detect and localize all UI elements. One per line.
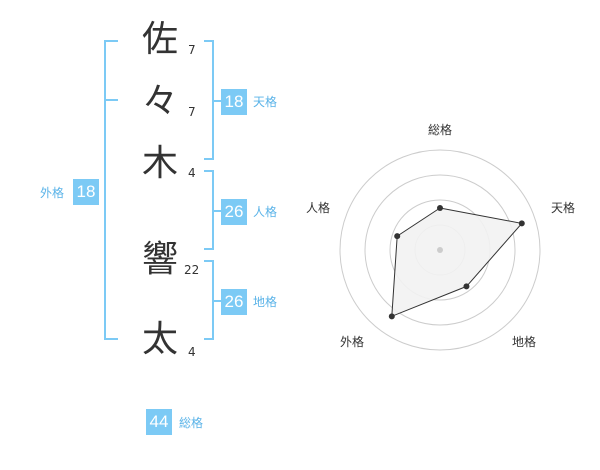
radar-data-points — [388, 205, 525, 320]
jinkaku-bracket-top — [204, 170, 214, 172]
stroke-count-5: 4 — [188, 345, 196, 359]
chikaku-value-badge: 26 — [221, 289, 247, 315]
chikaku-label: 地格 — [253, 295, 278, 309]
chikaku-bracket-bottom — [204, 338, 214, 340]
tenkaku-bracket-top — [204, 40, 214, 42]
gaikaku-bracket-top — [104, 40, 118, 42]
radar-grid-ring-3 — [364, 174, 516, 326]
jinkaku-value-badge: 26 — [221, 199, 247, 225]
radar-axis-label-jinkaku: 人格 — [306, 200, 330, 215]
tenkaku-connector — [212, 100, 221, 102]
gaikaku-label: 外格 — [40, 186, 65, 200]
stroke-count-3: 4 — [188, 166, 196, 180]
radar-point-3 — [463, 283, 470, 290]
stroke-count-2: 7 — [188, 105, 196, 119]
gaikaku-value-badge: 18 — [73, 179, 99, 205]
soukaku-label: 総格 — [179, 416, 204, 430]
tenkaku-bracket-bottom — [204, 158, 214, 160]
jinkaku-bracket-bottom — [204, 248, 214, 250]
jinkaku-connector — [212, 210, 221, 212]
gaikaku-bracket-tick — [104, 99, 118, 101]
name-char-1: 佐 — [142, 19, 179, 60]
tenkaku-label: 天格 — [253, 95, 278, 109]
radar-data-polygon — [391, 207, 523, 318]
chikaku-bracket-top — [204, 260, 214, 262]
radar-point-1 — [437, 205, 443, 211]
name-char-5: 太 — [142, 319, 179, 360]
radar-grid-ring-4 — [339, 149, 541, 351]
gaikaku-bracket-bottom — [104, 338, 118, 340]
soukaku-value-badge: 44 — [146, 409, 172, 435]
name-char-2: 々 — [142, 81, 179, 122]
radar-axis-label-gaikaku: 外格 — [340, 334, 364, 349]
name-char-3: 木 — [142, 143, 179, 184]
radar-center-dot — [437, 247, 443, 253]
name-char-4: 響 — [142, 239, 179, 280]
radar-axis-label-tenkaku: 天格 — [551, 200, 575, 215]
gaikaku-bracket — [104, 40, 106, 340]
radar-axis-label-chikaku: 地格 — [512, 334, 536, 349]
radar-point-5 — [394, 233, 401, 240]
chikaku-connector — [212, 300, 221, 302]
radar-point-2 — [518, 220, 525, 227]
stroke-count-1: 7 — [188, 43, 196, 57]
tenkaku-value-badge: 18 — [221, 89, 247, 115]
radar-axis-label-soukaku: 総格 — [428, 122, 452, 137]
jinkaku-label: 人格 — [253, 205, 278, 219]
stroke-count-4: 22 — [184, 263, 200, 277]
radar-point-4 — [388, 313, 395, 320]
